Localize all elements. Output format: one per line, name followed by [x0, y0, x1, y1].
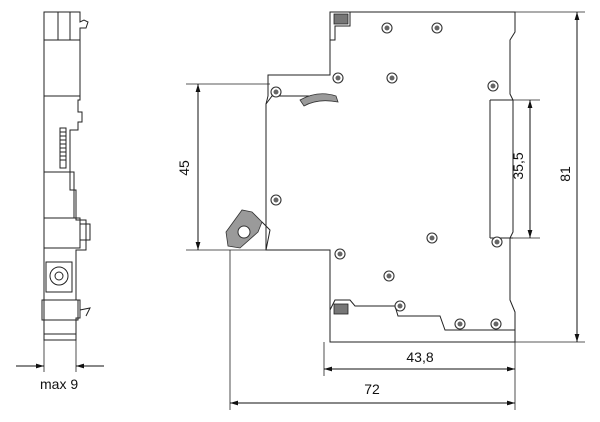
screw-hole-center	[386, 273, 392, 279]
dimension-45-label: 45	[176, 160, 192, 176]
side-view-terminal-block	[43, 217, 81, 249]
lever	[225, 209, 271, 251]
side-view-hook	[79, 307, 91, 317]
dimension-43-8: 43,8	[323, 342, 516, 376]
dimension-81: 81	[515, 11, 585, 343]
screw-hole-center	[434, 25, 440, 31]
front-view	[225, 11, 516, 343]
side-view-terminal-screw	[41, 261, 79, 335]
screw-hole-center	[273, 89, 279, 95]
screw-hole-center	[273, 197, 279, 203]
indicator-slot	[299, 93, 339, 107]
front-view-outline	[265, 11, 516, 343]
side-width-dimension: max 9	[16, 340, 104, 392]
front-view-holes	[270, 22, 503, 330]
screw-hole-center	[384, 25, 390, 31]
screw-hole-center	[429, 235, 435, 241]
dimension-72: 72	[229, 250, 516, 410]
screw-hole-center	[337, 251, 343, 257]
screw-hole-center	[397, 303, 403, 309]
dimension-35-5-label: 35,5	[510, 152, 526, 179]
screw-hole-center	[494, 239, 500, 245]
side-view-spring	[59, 127, 67, 169]
dimension-35-5: 35,5	[510, 99, 540, 239]
screw-hole-center	[335, 75, 341, 81]
side-view-body	[43, 11, 89, 341]
dimension-45: 45	[176, 83, 270, 251]
screw-hole-center	[457, 321, 463, 327]
top-clip	[333, 13, 349, 25]
dimension-72-label: 72	[364, 381, 380, 397]
side-width-label: max 9	[40, 376, 78, 392]
bottom-clip	[333, 303, 349, 315]
dimension-81-label: 81	[557, 166, 573, 182]
front-view-bottom-notch	[329, 299, 515, 342]
side-view-terminal-nub	[79, 223, 91, 241]
side-view	[41, 11, 91, 341]
side-view-top-clip	[44, 12, 80, 41]
screw-hole-center	[389, 75, 395, 81]
screw-hole-center	[490, 83, 496, 89]
dimension-43-8-label: 43,8	[406, 349, 433, 365]
screw-hole-center	[493, 321, 499, 327]
front-view-top-notch	[329, 12, 351, 41]
